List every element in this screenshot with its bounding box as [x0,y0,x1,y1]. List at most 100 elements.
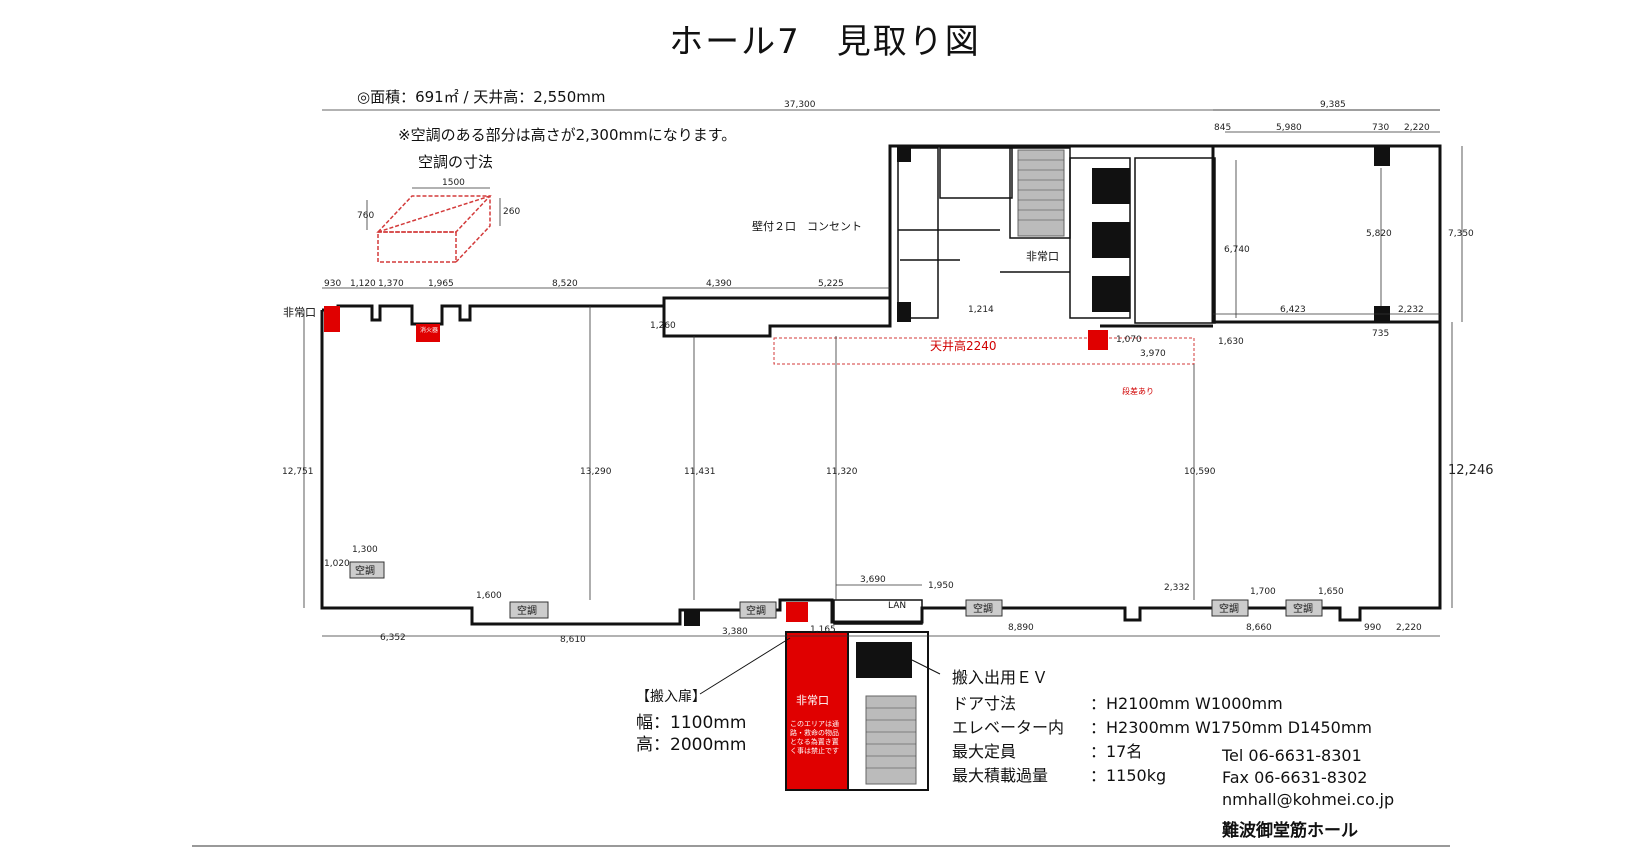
spec-key: 最大定員 [952,742,1017,761]
ac-units [349,561,1323,619]
lan-label: LAN [888,601,906,611]
spec-value: ：1150kg [1090,766,1167,785]
dimension-lines [303,109,1463,637]
dim-1650: 1,650 [1318,587,1344,597]
emergency-exit-red: 非常口 [796,694,829,707]
dim-2220: 2,220 [1404,123,1430,133]
dim-12246: 12,246 [1448,463,1494,478]
venue-name: 難波御堂筋ホール [1222,821,1358,841]
ceiling-area [773,337,1195,365]
dim-5225: 5,225 [818,279,844,289]
spec-key: エレベーター内 [952,718,1065,737]
contact-tel: Tel 06-6631-8301 [1222,746,1362,765]
red-zone-notice: このエリアは通路・救命の物品となる為置き置く事は禁止です [790,720,839,755]
dim-3380: 3,380 [722,627,748,637]
ac-dims-label: 空調の寸法 [418,153,494,171]
stairs-upper [1017,149,1065,237]
dim-1965: 1,965 [428,279,454,289]
emergency-exit-left: 非常口 [283,306,316,319]
area-info: ◎面積：691㎡ / 天井高：2,550mm [357,88,606,106]
dim-1600: 1,600 [476,591,502,601]
contact-email[interactable]: nmhall@kohmei.co.jp [1222,790,1395,809]
dim-730: 730 [1372,123,1389,133]
dim-735: 735 [1372,329,1389,339]
step-label: 段差あり [1122,386,1154,396]
dim-1260: 1,260 [650,321,676,331]
dim-8660: 8,660 [1246,623,1272,633]
ac-box-width: 1500 [442,178,465,188]
entrance-door-height: 高：2000mm [636,735,747,755]
dim-4390: 4,390 [706,279,732,289]
spec-value: ：17名 [1090,742,1143,761]
ac-unit-6: 空調 [1293,602,1313,615]
spec-value: ：H2100mm W1000mm [1090,694,1283,713]
dim-1020: 1,020 [324,559,350,569]
dim-2220-bottom: 2,220 [1396,623,1422,633]
dim-1950: 1,950 [928,581,954,591]
dim-845: 845 [1214,123,1231,133]
dim-1700: 1,700 [1250,587,1276,597]
dim-930: 930 [324,279,341,289]
dim-13290: 13,290 [580,467,612,477]
dim-11320: 11,320 [826,467,858,477]
emergency-exit-core: 非常口 [1026,250,1059,263]
dim-12751: 12,751 [282,467,314,477]
dim-1300: 1,300 [352,545,378,555]
ac-note: ※空調のある部分は高さが2,300mmになります。 [398,126,737,144]
ac-box-depth: 260 [503,207,520,217]
elevator-spec-row: ドア寸法 ：H2100mm W1000mm [952,690,1372,714]
dim-1214: 1,214 [968,305,994,315]
dim-990: 990 [1364,623,1381,633]
dim-3690: 3,690 [860,575,886,585]
elevator-specs: ドア寸法 ：H2100mm W1000mm エレベーター内 ：H2300mm W… [952,690,1372,786]
elevator-spec-row: 最大定員 ：17名 [952,738,1372,762]
dim-6352: 6,352 [380,633,406,643]
dim-5980: 5,980 [1276,123,1302,133]
dim-8610: 8,610 [560,635,586,645]
fire-markers [324,306,1108,622]
dim-11431: 11,431 [684,467,716,477]
ac-unit-2: 空調 [517,604,537,617]
dim-5820: 5,820 [1366,229,1392,239]
elevator-shaft [847,631,929,791]
dim-1630: 1,630 [1218,337,1244,347]
spec-key: 最大積載過量 [952,766,1049,785]
elevator-spec-row: 最大積載過量 ：1150kg [952,762,1372,786]
ac-box-height: 760 [357,211,374,221]
ac-box-drawing [376,195,492,263]
dim-2232: 2,232 [1398,305,1424,315]
dim-top-total: 37,300 [784,100,816,110]
dim-10590: 10,590 [1184,467,1216,477]
elevator-spec-row: エレベーター内 ：H2300mm W1750mm D1450mm [952,714,1372,738]
red-zone [785,631,849,791]
elevator-car [856,642,912,678]
ceiling-2240-label: 天井高2240 [930,338,997,353]
elevator-heading: 搬入出用ＥＶ [952,668,1049,687]
dim-8890: 8,890 [1008,623,1034,633]
entrance-door-heading: 【搬入扉】 [636,689,706,705]
dim-6423: 6,423 [1280,305,1306,315]
ac-unit-5: 空調 [1219,602,1239,615]
entrance-door-width: 幅：1100mm [636,713,747,733]
ac-unit-3: 空調 [746,604,766,617]
spec-key: ドア寸法 [952,694,1017,713]
dim-3970: 3,970 [1140,349,1166,359]
stairs-lower [865,695,917,785]
outlet-label: 壁付２口 コンセント [752,219,862,233]
page-title: ホール7 見取り図 [669,22,981,62]
core-solid [684,146,1390,626]
dim-7350: 7,350 [1448,229,1474,239]
spec-value: ：H2300mm W1750mm D1450mm [1090,718,1373,737]
dim-8520: 8,520 [552,279,578,289]
ac-unit-4: 空調 [973,602,993,615]
contact-fax: Fax 06-6631-8302 [1222,768,1368,787]
dim-top-right: 9,385 [1320,100,1346,110]
ac-unit-1: 空調 [355,564,375,577]
dim-6740: 6,740 [1224,245,1250,255]
fire-ext-label: 消火器 [420,326,438,334]
dim-1165: 1,165 [810,625,836,635]
dim-2332: 2,332 [1164,583,1190,593]
dim-1070: 1,070 [1116,335,1142,345]
dim-1370: 1,370 [378,279,404,289]
